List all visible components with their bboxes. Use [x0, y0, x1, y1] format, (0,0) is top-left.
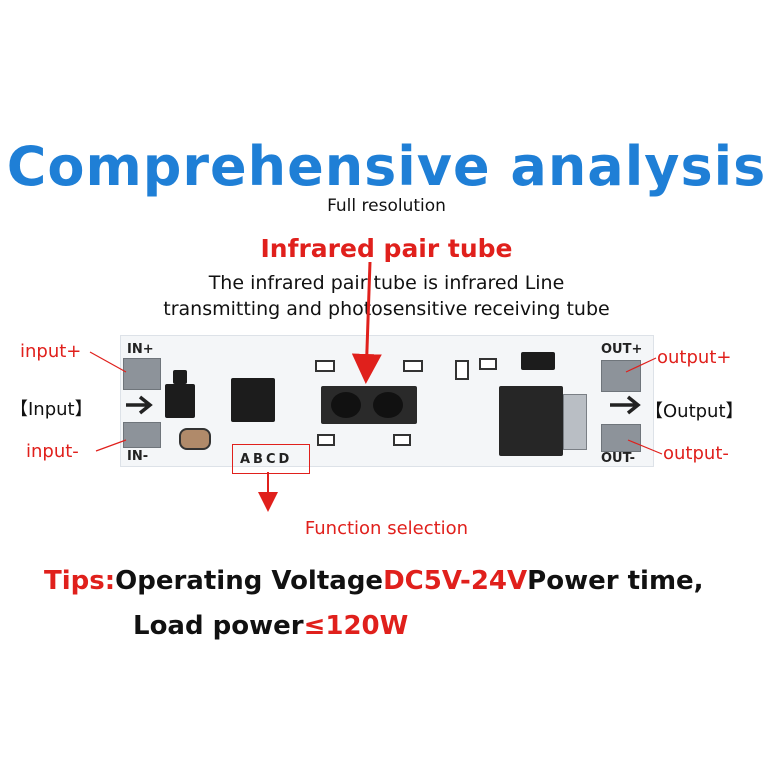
out-plus-silk: OUT+ [601, 342, 643, 357]
tips-power-value: ≤120W [303, 611, 409, 641]
output-minus-pad [601, 424, 641, 452]
tips-power-time: Power time, [527, 566, 704, 596]
resistor [315, 360, 335, 372]
resistor [403, 360, 423, 372]
mosfet-tab [563, 394, 587, 450]
capacitor [179, 428, 211, 450]
output-plus-pad [601, 360, 641, 392]
function-select-box [232, 444, 310, 474]
diode [521, 352, 555, 370]
regulator-tab [173, 370, 187, 384]
resistor [317, 434, 335, 446]
input-arrow-icon [126, 395, 153, 415]
resistor [479, 358, 497, 370]
page-title: Comprehensive analysis [6, 135, 767, 198]
resistor [455, 360, 469, 380]
tips-line1: Tips:Operating VoltageDC5V-24VPower time… [44, 566, 704, 596]
out-minus-silk: OUT- [601, 451, 635, 466]
tips-voltage-value: DC5V-24V [383, 566, 528, 596]
infrared-heading: Infrared pair tube [260, 234, 513, 263]
output-arrow-icon [610, 395, 641, 415]
output-minus-label: output- [663, 443, 729, 464]
subtitle: Full resolution [327, 196, 446, 216]
input-label: 【Input】 [10, 399, 93, 420]
output-minus-leader [627, 439, 663, 455]
ir-arrow [351, 261, 382, 384]
pcb-board: IN+ IN- OUT+ OUT- [120, 335, 654, 467]
output-plus-label: output+ [657, 347, 732, 368]
input-minus-leader [95, 439, 127, 452]
output-label: 【Output】 [645, 401, 744, 422]
tips-load-power: Load power [133, 611, 304, 641]
in-plus-silk: IN+ [127, 342, 154, 357]
regulator-chip [165, 384, 195, 418]
output-plus-leader [625, 357, 657, 373]
input-plus-label: input+ [20, 341, 82, 362]
function-selection-label: Function selection [304, 518, 469, 539]
tips-voltage-text: Operating Voltage [115, 566, 384, 596]
input-minus-pad [123, 422, 161, 448]
input-plus-pad [123, 358, 161, 390]
control-ic [231, 378, 275, 422]
in-minus-silk: IN- [127, 449, 149, 464]
mosfet [499, 386, 563, 456]
infrared-description-line2: transmitting and photosensitive receivin… [163, 298, 610, 320]
function-pins-label: ABCD [240, 452, 293, 467]
ir-emitter-lens [331, 392, 361, 418]
ir-receiver-lens [373, 392, 403, 418]
tips-label: Tips: [44, 566, 116, 596]
input-minus-label: input- [26, 441, 79, 462]
input-plus-leader [89, 351, 127, 373]
resistor [393, 434, 411, 446]
tips-line2: Load power≤120W [133, 611, 408, 641]
infrared-description-line1: The infrared pair tube is infrared Line [208, 272, 565, 294]
